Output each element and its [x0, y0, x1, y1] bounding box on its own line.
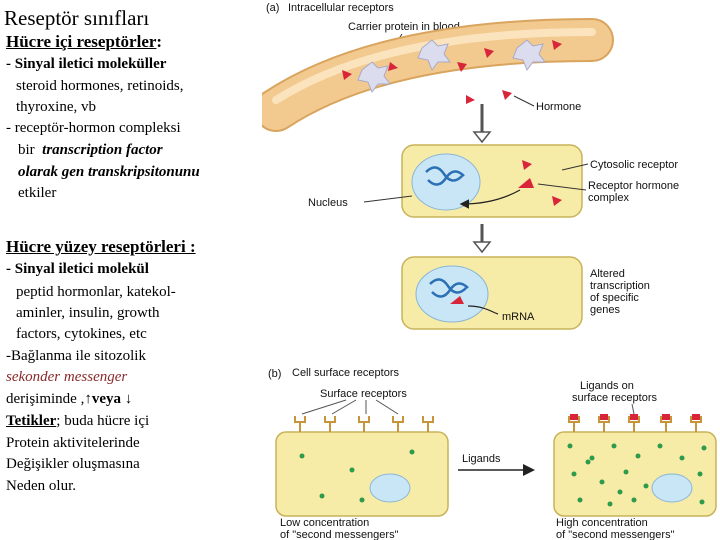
text-line-13: sekonder messenger — [6, 369, 128, 385]
text-line-5-prefix: bir — [18, 142, 35, 158]
down-arrow-icon: ↓ — [124, 391, 133, 407]
surface-receptors-label: Surface receptors — [320, 388, 407, 400]
dna-1b — [427, 170, 465, 186]
panel-b-letter: (b) — [268, 368, 281, 380]
text-line-14-b: veya — [91, 391, 121, 407]
cytosolic-leader — [561, 163, 589, 171]
text-line-17: Değişikler oluşmasına — [6, 456, 140, 472]
receptor-figure: (a) Intracellular receptors Carrier prot… — [262, 2, 717, 540]
complex-label-2: complex — [588, 192, 629, 204]
high-label-1: High concentration — [556, 517, 648, 529]
carrier-protein-3 — [512, 39, 546, 72]
text-line-9: peptid hormonlar, katekol- — [16, 284, 176, 300]
carrier-protein-1 — [357, 61, 391, 94]
hormone-1 — [342, 70, 352, 80]
hormone-2 — [388, 62, 398, 71]
blood-vessel-highlight — [272, 28, 596, 104]
nucleus-1 — [411, 153, 481, 211]
surface-heading: Hücre yüzey reseptörleri : — [6, 237, 196, 256]
text-panel: Reseptör sınıfları Hücre içi reseptörler… — [0, 0, 262, 540]
dna-2 — [429, 278, 467, 294]
heading-colon: : — [156, 32, 163, 51]
receptor-leaders — [301, 399, 399, 415]
bound-complex-icon — [450, 296, 464, 304]
hormone-cell-1 — [522, 160, 532, 170]
high-label-2: of "second messengers" — [556, 529, 675, 540]
receptor-complex-icon — [518, 178, 534, 188]
text-line-12: -Bağlanma ile sitozolik — [6, 348, 146, 364]
up-arrow-icon: ↑ — [84, 391, 92, 407]
ligands-on-label-2: surface receptors — [572, 392, 657, 404]
ligands-on-leader — [631, 403, 635, 415]
hormone-cell-2 — [552, 196, 562, 206]
cell-high — [553, 431, 717, 517]
panel-b-title: Cell surface receptors — [292, 367, 399, 379]
nucleus-low — [369, 473, 411, 503]
text-line-11: factors, cytokines, etc — [16, 326, 147, 342]
nucleus-high — [651, 473, 693, 503]
flow-arrow-2-head — [472, 241, 492, 254]
text-line-7: etkiler — [18, 185, 57, 201]
mrna-strand — [467, 305, 499, 315]
hormone-4 — [484, 48, 494, 58]
surface-receptors-high — [568, 416, 702, 432]
text-line-6: olarak gen transkripsitonunu — [18, 164, 200, 180]
hormone-label: Hormone — [536, 101, 581, 113]
altered-label-2: transcription — [590, 280, 650, 292]
text-line-10: aminler, insulin, growth — [16, 305, 160, 321]
cell-low — [275, 431, 449, 517]
hormone-7 — [466, 95, 475, 104]
carrier-protein-2 — [417, 39, 451, 72]
text-line-18: Neden olur. — [6, 478, 76, 494]
nucleus-leader — [363, 195, 413, 203]
complex-leader — [537, 183, 587, 191]
page-title: Reseptör sınıfları — [4, 6, 150, 30]
text-line-4: - receptör-hormon compleksi — [6, 120, 181, 136]
ligands-on-label-1: Ligands on — [580, 380, 634, 392]
altered-label-3: of specific — [590, 292, 639, 304]
hormone-6 — [502, 90, 512, 100]
ligands-label: Ligands — [462, 453, 501, 465]
text-line-16: Protein aktivitelerinde — [6, 435, 140, 451]
text-line-14: derişiminde ,↑veya ↓ — [6, 389, 132, 410]
complex-label-1: Receptor hormone — [588, 180, 679, 192]
bound-ligands — [570, 414, 700, 420]
text-line-1: - Sinyal iletici moleküller — [6, 56, 167, 72]
low-label-2: of "second messengers" — [280, 529, 399, 540]
mrna-label: mRNA — [502, 311, 535, 323]
text-line-15-a: Tetikler — [6, 413, 57, 429]
altered-label-4: genes — [590, 304, 620, 316]
panel-a-letter: (a) — [266, 2, 279, 14]
carrier-label: Carrier protein in blood — [348, 21, 460, 33]
intracellular-heading: Hücre içi reseptörler: — [6, 31, 162, 52]
surface-receptors-low — [294, 416, 434, 432]
blood-vessel — [262, 20, 612, 130]
text-line-5-italic: transcription factor — [42, 142, 163, 158]
flow-arrow-1-head — [472, 131, 492, 144]
dna-1 — [425, 166, 463, 182]
nucleus-2 — [415, 265, 489, 323]
text-line-14-a: derişiminde , — [6, 391, 85, 407]
intracellular-heading-text: Hücre içi reseptörler — [6, 32, 157, 51]
nucleus-label: Nucleus — [308, 197, 348, 209]
text-line-15-b: ; buda hücre içi — [56, 413, 150, 429]
complex-to-nucleus-arrow — [459, 189, 521, 209]
panel-a-title: Intracellular receptors — [288, 2, 394, 14]
text-line-2: steroid hormones, retinoids, — [16, 78, 184, 94]
low-label-1: Low concentration — [280, 517, 369, 529]
text-line-5: bir transcription factor — [18, 140, 163, 161]
hormone-5 — [552, 40, 562, 50]
text-line-3: thyroxine, vb — [16, 99, 96, 115]
text-line-15: Tetikler; buda hücre içi — [6, 411, 149, 432]
cytosolic-label: Cytosolic receptor — [590, 159, 678, 171]
messengers-high — [567, 443, 707, 507]
dna-2b — [431, 282, 469, 298]
messengers-low — [299, 449, 415, 503]
altered-label-1: Altered — [590, 268, 625, 280]
hormone-leader — [513, 95, 535, 107]
hormone-3 — [457, 62, 467, 72]
text-line-8: - Sinyal iletici molekül — [6, 261, 149, 277]
